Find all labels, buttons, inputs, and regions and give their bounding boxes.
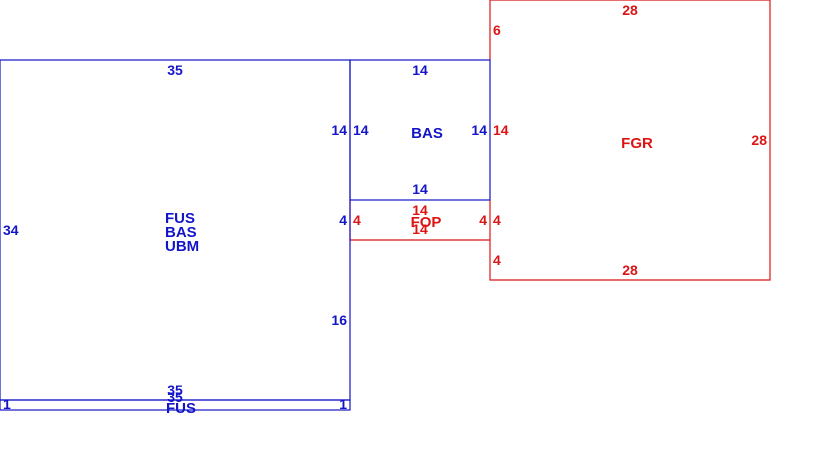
fus-main-area: 35 34 14 4 16 35 FUS BAS UBM bbox=[0, 59, 351, 401]
bas-dim-left: 14 bbox=[353, 122, 369, 138]
fus-strip-dim-top: 35 bbox=[167, 389, 183, 405]
fop-dim-right: 4 bbox=[479, 212, 487, 228]
fop-dim-bottom: 14 bbox=[412, 221, 428, 237]
fgr-dim-left-upper: 6 bbox=[493, 22, 501, 38]
fus-strip-area: 35 1 1 FUS bbox=[0, 389, 351, 417]
fop-area: 14 4 4 14 FOP bbox=[349, 200, 491, 241]
bas-area: 14 14 14 14 BAS bbox=[349, 59, 491, 201]
fgr-area: 28 6 14 4 4 28 28 FGR bbox=[489, 0, 771, 281]
fgr-dim-left-lower-b: 4 bbox=[493, 252, 501, 268]
fus-main-dim-left: 34 bbox=[3, 222, 19, 238]
bas-code: BAS bbox=[411, 125, 443, 142]
bas-dim-top: 14 bbox=[412, 62, 428, 78]
fus-main-code-1: FUS bbox=[165, 210, 195, 227]
fus-strip-outline bbox=[0, 399, 351, 411]
fus-main-dim-right-upper: 4 bbox=[339, 212, 347, 228]
fus-main-dim-bottom: 35 bbox=[167, 382, 183, 398]
fgr-outline bbox=[489, 0, 771, 281]
fgr-dim-right: 28 bbox=[751, 132, 767, 148]
fop-dim-left: 4 bbox=[353, 212, 361, 228]
fus-main-dim-right-lower: 16 bbox=[331, 312, 347, 328]
fus-strip-code: FUS bbox=[166, 400, 196, 417]
fgr-dim-bottom: 28 bbox=[622, 262, 638, 278]
fop-dim-top: 14 bbox=[412, 202, 428, 218]
fgr-dim-left-middle: 14 bbox=[493, 122, 509, 138]
fus-main-dim-top: 35 bbox=[167, 62, 183, 78]
fus-main-code-3: UBM bbox=[165, 238, 199, 255]
fgr-dim-top: 28 bbox=[622, 2, 638, 18]
fus-main-dim-right-top: 14 bbox=[331, 122, 347, 138]
fus-strip-dim-left: 1 bbox=[3, 396, 11, 412]
bas-dim-right: 14 bbox=[471, 122, 487, 138]
fop-code: FOP bbox=[411, 214, 442, 231]
fus-main-code-2: BAS bbox=[165, 224, 197, 241]
bas-dim-bottom: 14 bbox=[412, 181, 428, 197]
fus-strip-dim-right: 1 bbox=[339, 396, 347, 412]
fgr-code: FGR bbox=[621, 135, 653, 152]
fgr-dim-left-lower-a: 4 bbox=[493, 212, 501, 228]
